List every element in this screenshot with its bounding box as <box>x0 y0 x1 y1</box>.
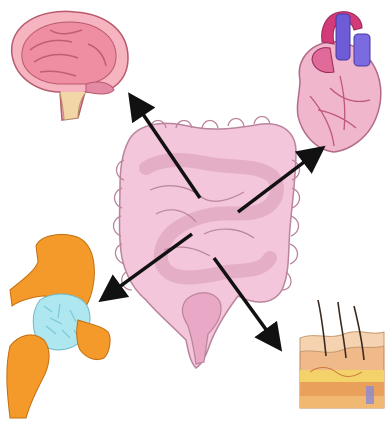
bone-joint-icon <box>7 234 110 418</box>
gut-icon <box>114 117 300 369</box>
heart-icon <box>297 12 380 152</box>
brain-icon <box>12 11 128 120</box>
skin-icon <box>300 300 384 408</box>
